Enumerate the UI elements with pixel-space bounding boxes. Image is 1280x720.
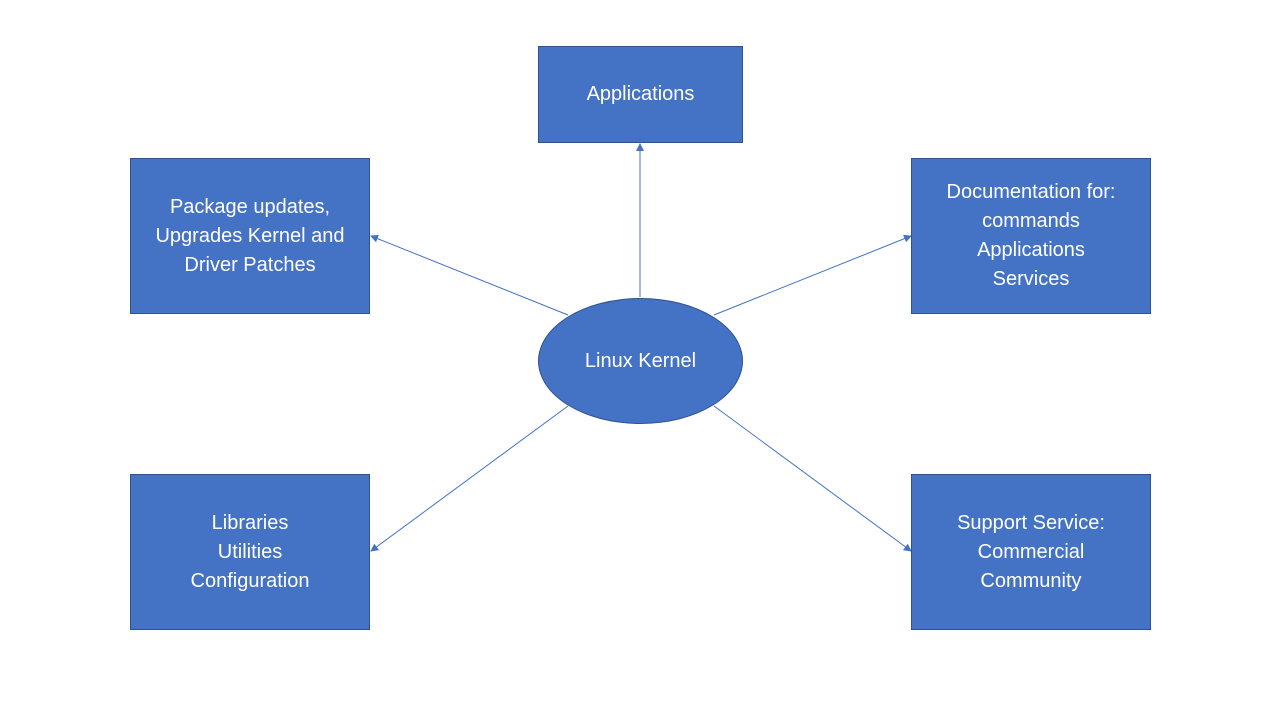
documentation-line-3: Applications (977, 239, 1085, 261)
package-updates-box: Package updates, Upgrades Kernel and Dri… (130, 158, 370, 314)
libraries-line-2: Utilities (217, 540, 283, 563)
support-service-line-1: Support Service: (957, 511, 1105, 534)
support-service-line-3: Community (980, 569, 1082, 592)
applications-box: Applications (538, 46, 743, 143)
linux-kernel-label: Linux Kernel (584, 349, 697, 372)
linux-kernel-ellipse: Linux Kernel (538, 298, 743, 424)
libraries-line-3: Configuration (190, 569, 310, 592)
connector-to-support (713, 405, 912, 552)
libraries-line-1: Libraries (211, 511, 289, 534)
documentation-box: Documentation for: commands Applications… (911, 158, 1151, 314)
documentation-line-1: Documentation for: (946, 181, 1116, 203)
connector-to-documentation (713, 234, 912, 316)
package-updates-line-2: Upgrades Kernel and (155, 224, 345, 247)
package-updates-line-1: Package updates, (169, 195, 331, 218)
libraries-box: Libraries Utilities Configuration (130, 474, 370, 630)
connector-to-libraries (370, 405, 569, 552)
documentation-line-2: commands (982, 210, 1080, 232)
support-service-line-2: Commercial (977, 540, 1085, 563)
documentation-line-4: Services (992, 268, 1070, 290)
connector-to-packages (370, 234, 569, 316)
package-updates-line-3: Driver Patches (184, 253, 316, 276)
applications-line-1: Applications (586, 83, 695, 105)
support-service-box: Support Service: Commercial Community (911, 474, 1151, 630)
